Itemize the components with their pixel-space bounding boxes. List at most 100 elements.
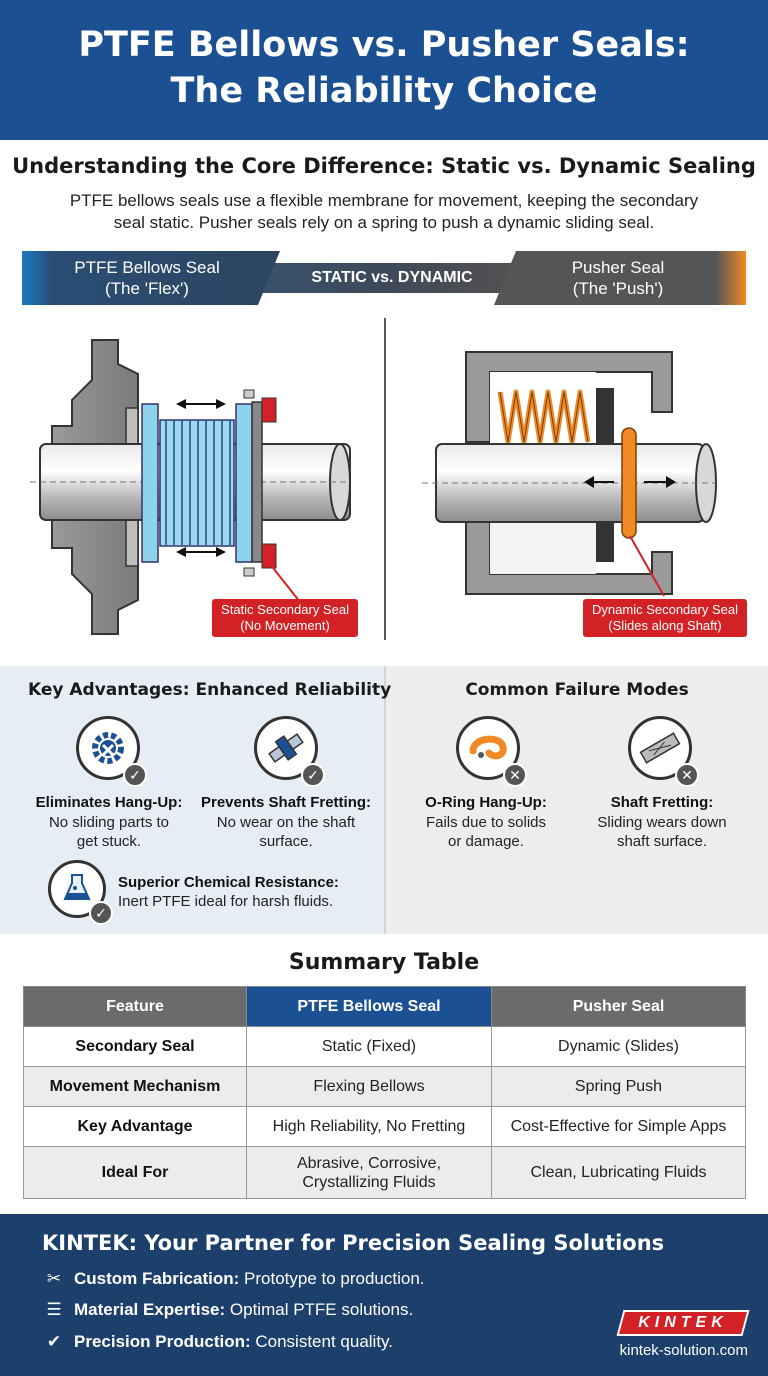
- table-cell: Spring Push: [491, 1066, 746, 1107]
- footer-item-text: Consistent quality.: [250, 1332, 394, 1351]
- footer: KINTEK: Your Partner for Precision Seali…: [0, 1214, 768, 1376]
- table-cell: Cost-Effective for Simple Apps: [491, 1106, 746, 1147]
- check-badge: ✓: [123, 763, 147, 787]
- adv-chemical-text: Inert PTFE ideal for harsh fluids.: [118, 893, 334, 910]
- dynamic-seal-callout: Dynamic Secondary Seal (Slides along Sha…: [583, 599, 747, 637]
- table-cell: Movement Mechanism: [23, 1066, 247, 1107]
- header-feature: Feature: [23, 986, 247, 1027]
- banner-center-label: STATIC vs. DYNAMIC: [311, 269, 473, 286]
- panel-divider: [384, 666, 386, 934]
- ideal-for-line-2: Crystallizing Fluids: [302, 1173, 436, 1191]
- fail-fretting-title: Shaft Fretting:: [610, 794, 714, 811]
- header-pusher: Pusher Seal: [491, 986, 746, 1027]
- shaft-x-icon: ✕: [628, 716, 699, 787]
- banner-right-block: [494, 251, 746, 305]
- static-seal-callout: Static Secondary Seal (No Movement): [212, 599, 358, 637]
- failure-modes-panel: [386, 666, 768, 934]
- table-cell: Dynamic (Slides): [491, 1026, 746, 1067]
- fail-hangup-line-2: or damage.: [448, 833, 524, 850]
- table-cell: Clean, Lubricating Fluids: [491, 1146, 746, 1199]
- table-row: Secondary Seal Static (Fixed) Dynamic (S…: [23, 1026, 746, 1067]
- collar-plate: [251, 401, 263, 563]
- check-badge: ✓: [89, 901, 113, 925]
- footer-item-bold: Precision Production:: [74, 1332, 251, 1351]
- kintek-logo: KINTEK: [616, 1310, 750, 1336]
- left-callout-line-2: (No Movement): [240, 618, 330, 633]
- header-banner: PTFE Bellows vs. Pusher Seals: The Relia…: [0, 0, 768, 140]
- fail-hangup-line-1: Fails due to solids: [425, 814, 547, 831]
- oring-x-icon: ✕: [456, 716, 527, 787]
- right-callout-leader: [629, 535, 665, 597]
- title-line-2: The Reliability Choice: [170, 71, 598, 111]
- footer-item-material: ☰ Material Expertise: Optimal PTFE soluti…: [42, 1300, 413, 1320]
- fail-fretting-text: Sliding wears down shaft surface.: [572, 813, 752, 851]
- footer-item-fabrication: ✂Custom Fabrication: Prototype to produc…: [42, 1269, 425, 1289]
- banner-shape: [22, 251, 746, 305]
- banner-right-line-1: Pusher Seal: [571, 258, 665, 277]
- adv-fretting-line-2: surface.: [259, 833, 313, 850]
- comparison-banner: PTFE Bellows Seal (The 'Flex') STATIC vs…: [22, 251, 746, 305]
- table-cell: Secondary Seal: [23, 1026, 247, 1067]
- table-cell: High Reliability, No Fretting: [246, 1106, 492, 1147]
- banner-left-line-1: PTFE Bellows Seal: [74, 258, 220, 277]
- table-cell: Abrasive, Corrosive, Crystallizing Fluid…: [246, 1146, 492, 1199]
- adv-fretting-line-1: No wear on the shaft: [216, 814, 356, 831]
- core-difference-description: PTFE bellows seals use a flexible membra…: [34, 190, 734, 234]
- table-cell: Key Advantage: [23, 1106, 247, 1147]
- layers-icon: ☰: [46, 1300, 62, 1319]
- adv-fretting-text: No wear on the shaft surface.: [196, 813, 376, 851]
- footer-item-text: Optimal PTFE solutions.: [225, 1300, 414, 1319]
- dynamic-o-ring: [621, 427, 637, 539]
- adv-fretting-title: Prevents Shaft Fretting:: [200, 794, 372, 811]
- table-header-row: Feature PTFE Bellows Seal Pusher Seal: [23, 986, 746, 1027]
- table-row: Key Advantage High Reliability, No Frett…: [23, 1106, 746, 1147]
- shaft-check-icon: ✓: [254, 716, 325, 787]
- lower-chamber: [490, 522, 596, 574]
- fail-fretting-line-2: shaft surface.: [616, 833, 708, 850]
- footer-item-bold: Material Expertise:: [74, 1300, 226, 1319]
- flask-check-icon: ✓: [48, 860, 113, 925]
- bolt-top: [243, 389, 255, 399]
- badge-check-icon: ✔: [46, 1332, 62, 1351]
- banner-left-block: [22, 251, 280, 305]
- movement-arrow-bottom: [176, 547, 226, 557]
- banner-left-line-2: (The 'Flex'): [105, 279, 189, 298]
- diagram-divider: [384, 318, 386, 640]
- advantages-title: Key Advantages: Enhanced Reliability: [28, 680, 392, 700]
- check-badge: ✓: [301, 763, 325, 787]
- core-difference-title: Understanding the Core Difference: Stati…: [12, 154, 756, 178]
- banner-right-line-2: (The 'Push'): [572, 279, 664, 298]
- banner-right-label: Pusher Seal (The 'Push'): [508, 257, 728, 299]
- bolt-bottom: [243, 567, 255, 577]
- adv-hangup-title: Eliminates Hang-Up:: [35, 794, 183, 811]
- right-callout-line-2: (Slides along Shaft): [608, 618, 722, 633]
- banner-left-label: PTFE Bellows Seal (The 'Flex'): [42, 257, 252, 299]
- left-callout-leader: [269, 563, 301, 603]
- page-title: PTFE Bellows vs. Pusher Seals: The Relia…: [0, 0, 768, 114]
- header-bellows: PTFE Bellows Seal: [246, 986, 492, 1027]
- fail-hangup-title: O-Ring Hang-Up:: [425, 794, 547, 811]
- adv-hangup-line-1: No sliding parts to: [48, 814, 170, 831]
- x-badge: ✕: [503, 763, 527, 787]
- tools-icon: ✂: [46, 1269, 62, 1288]
- pusher-sleeve-bottom: [596, 522, 614, 562]
- fail-hangup-text: Fails due to solids or damage.: [396, 813, 576, 851]
- logo-text: KINTEK: [638, 1314, 728, 1331]
- pusher-sleeve-top: [596, 388, 614, 444]
- desc-line-2: seal static. Pusher seals rely on a spri…: [113, 213, 655, 232]
- bellows-flange-left: [141, 403, 159, 563]
- movement-arrow-top: [176, 399, 226, 409]
- footer-item-text: Prototype to production.: [239, 1269, 425, 1288]
- adv-hangup-line-2: get stuck.: [76, 833, 142, 850]
- table-row: Movement Mechanism Flexing Bellows Sprin…: [23, 1066, 746, 1107]
- summary-title: Summary Table: [288, 950, 480, 975]
- table-cell: Static (Fixed): [246, 1026, 492, 1067]
- static-seal-bottom: [261, 543, 277, 569]
- table-row: Ideal For Abrasive, Corrosive, Crystalli…: [23, 1146, 746, 1199]
- website-url[interactable]: kintek-solution.com: [619, 1342, 748, 1359]
- pusher-seal-diagram: [422, 351, 717, 597]
- gear-check-icon: ✓: [76, 716, 147, 787]
- title-line-1: PTFE Bellows vs. Pusher Seals:: [78, 25, 690, 65]
- fail-fretting-line-1: Sliding wears down: [597, 814, 727, 831]
- desc-line-1: PTFE bellows seals use a flexible membra…: [69, 191, 699, 210]
